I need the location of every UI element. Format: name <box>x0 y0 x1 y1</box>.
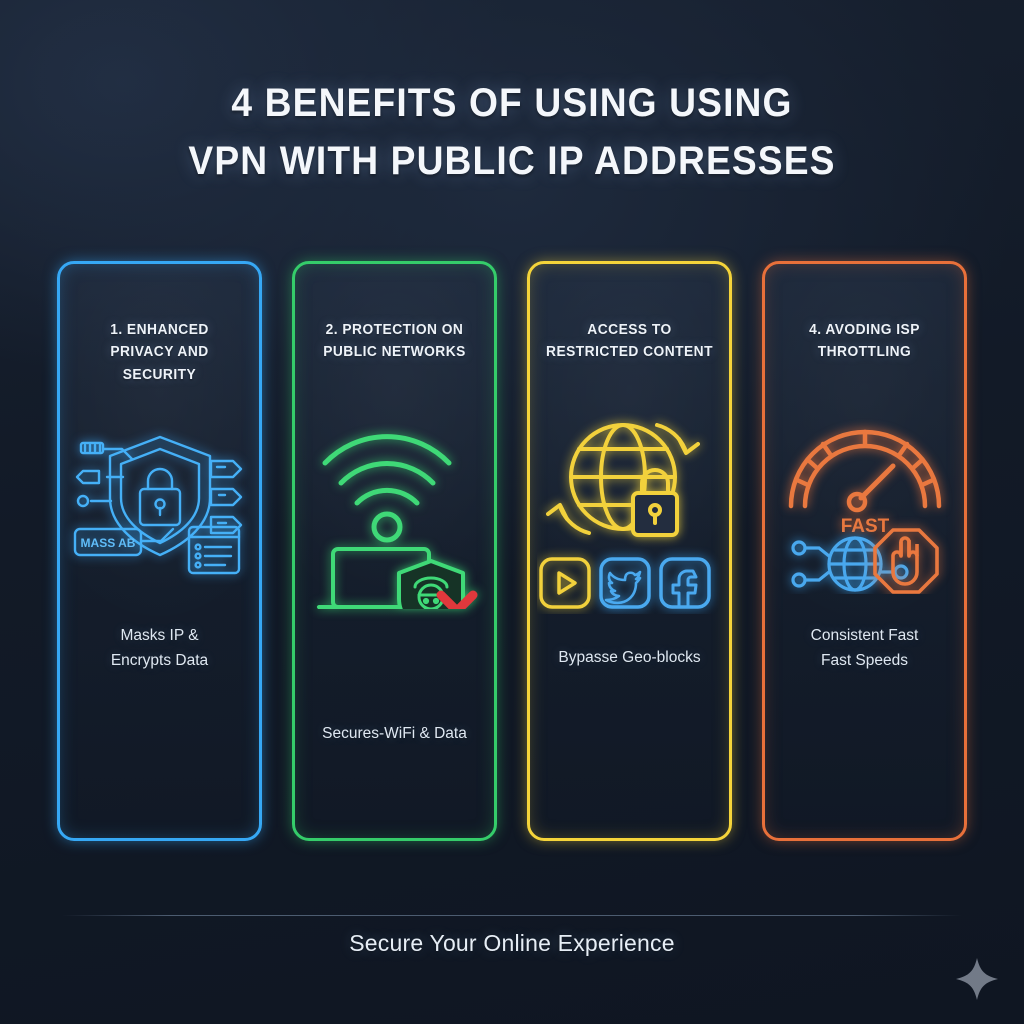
page-title-line-1: 4 BENEFITS OF USING USING <box>231 81 793 125</box>
benefit-card-2-caption-line-1: Secures-WiFi & Data <box>322 725 467 742</box>
speedometer-globe-stophand-icon: FAST <box>788 429 941 594</box>
benefit-card-4-caption-line-1: Consistent Fast <box>810 627 919 644</box>
benefit-card-2-icon-area <box>295 419 494 609</box>
sparkle-icon <box>956 958 998 1000</box>
benefit-card-2-heading: 2. PROTECTION ON PUBLIC NETWORKS <box>308 319 482 364</box>
benefit-card-1[interactable]: 1. ENHANCED PRIVACY AND SECURITY <box>57 261 262 841</box>
benefit-card-4-heading: 4. AVODING ISP THROTTLING <box>778 319 952 364</box>
benefit-card-4-caption: Consistent Fast Fast Speeds <box>771 624 958 674</box>
benefit-card-4-caption-line-2: Fast Speeds <box>820 651 909 669</box>
benefit-card-1-heading-line-2: PRIVACY AND SECURITY <box>110 344 209 383</box>
benefit-card-4-heading-line-2: THROTTLING <box>817 344 912 361</box>
shield-lock-network-icon: MASS AB <box>73 435 242 575</box>
benefit-card-1-caption-line-2: Encrypts Data <box>110 651 209 669</box>
shield-icon-label: MASS AB <box>80 536 135 550</box>
globe-lock-arrows-icon <box>539 423 711 609</box>
benefit-card-2[interactable]: 2. PROTECTION ON PUBLIC NETWORKS <box>292 261 497 841</box>
benefit-card-4-heading-line-1: 4. AVODING ISP <box>809 322 920 338</box>
benefit-card-3-icon-area <box>530 409 729 614</box>
benefit-card-2-heading-line-1: 2. PROTECTION ON <box>325 322 464 338</box>
benefit-card-4-icon-area: FAST <box>765 414 964 594</box>
benefit-card-2-caption: Secures-WiFi & Data <box>301 722 488 747</box>
benefit-card-1-heading: 1. ENHANCED PRIVACY AND SECURITY <box>73 319 247 386</box>
benefit-card-1-caption-line-1: Masks IP & <box>120 627 199 644</box>
speedometer-fast-label: FAST <box>840 516 889 537</box>
benefit-card-3-caption-line-1: Bypasse Geo-blocks <box>558 649 701 666</box>
benefit-card-3-heading-line-2: RESTRICTED CONTENT <box>546 344 713 361</box>
youtube-play-icon[interactable] <box>539 557 591 609</box>
wifi-laptop-hacker-blocked-icon <box>316 434 477 609</box>
benefit-card-3-caption: Bypasse Geo-blocks <box>536 646 723 671</box>
benefit-card-3-heading-line-1: ACCESS TO <box>587 322 672 338</box>
benefit-cards-row: 1. ENHANCED PRIVACY AND SECURITY <box>57 261 967 841</box>
benefit-card-4[interactable]: 4. AVODING ISP THROTTLING FAST <box>762 261 967 841</box>
footer-tagline: Secure Your Online Experience <box>349 930 675 956</box>
benefit-card-1-caption: Masks IP & Encrypts Data <box>66 624 253 674</box>
benefit-card-1-icon-area: MASS AB <box>60 414 259 584</box>
page-title-line-2: VPN WITH PUBLIC IP ADDRESSES <box>188 139 836 183</box>
benefit-card-2-heading-line-2: PUBLIC NETWORKS <box>323 344 466 361</box>
page-title: 4 BENEFITS OF USING USING VPN WITH PUBLI… <box>36 74 988 190</box>
facebook-f-icon[interactable] <box>659 557 711 609</box>
benefit-card-3[interactable]: ACCESS TO RESTRICTED CONTENT <box>527 261 732 841</box>
red-cross-icon <box>436 590 477 609</box>
benefit-card-1-heading-line-1: 1. ENHANCED <box>110 322 209 338</box>
footer-divider <box>62 915 962 916</box>
twitter-bird-icon[interactable] <box>599 557 651 609</box>
benefit-card-3-heading: ACCESS TO RESTRICTED CONTENT <box>543 319 717 364</box>
